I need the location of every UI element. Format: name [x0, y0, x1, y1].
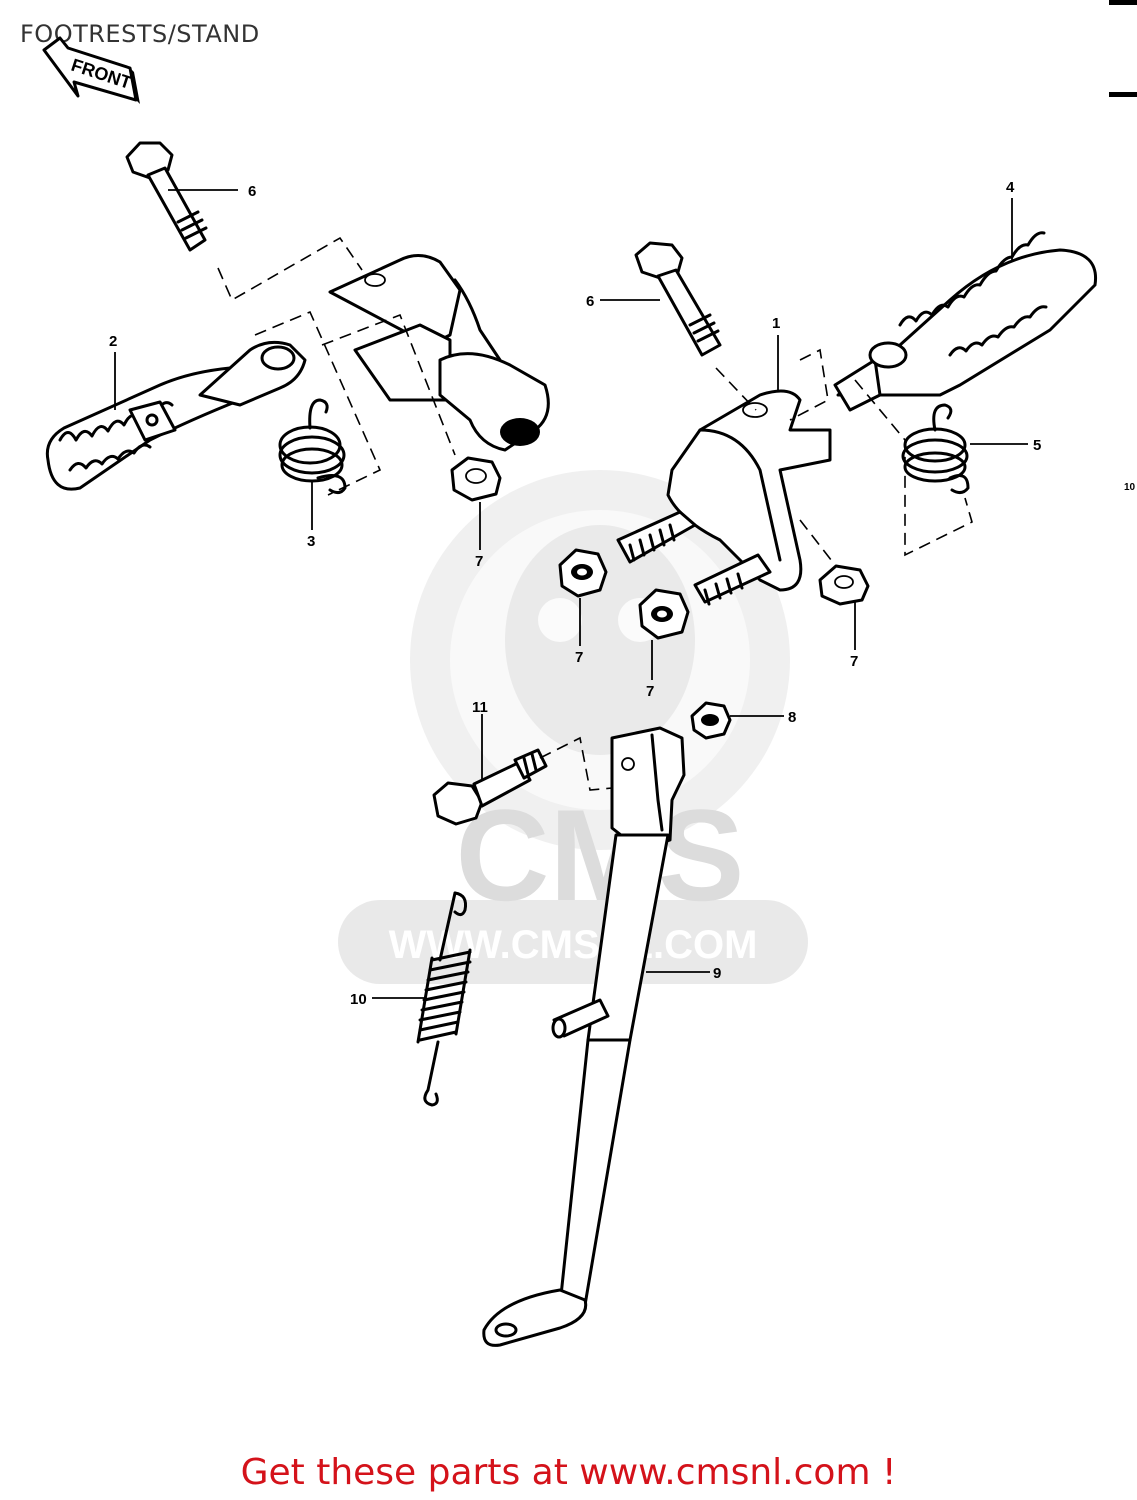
watermark-url: WWW.CMSNL.COM	[389, 923, 758, 967]
spring-5-right	[901, 403, 970, 495]
part-label-4: 4	[1006, 179, 1015, 196]
nut-7-right	[818, 564, 870, 606]
bolt-11	[432, 748, 548, 826]
part-label-7-left: 7	[475, 553, 483, 570]
cms-watermark: CMS WWW.CMSNL.COM	[338, 470, 808, 984]
footer-promo-text: Get these parts at www.cmsnl.com !	[240, 1452, 897, 1493]
part-label-5: 5	[1033, 437, 1041, 454]
scan-edge-mark	[1109, 92, 1137, 97]
nut-7-left	[450, 456, 502, 502]
side-stand-9	[482, 726, 686, 1347]
part-label-8: 8	[788, 709, 796, 726]
watermark-logo: CMS	[456, 782, 745, 928]
part-label-1: 1	[772, 315, 780, 332]
part-label-7-center-b: 7	[646, 683, 654, 700]
nut-8	[690, 701, 732, 740]
part-labels: 6 2 3 7 6 1 4 5 7 7 7 8 11 9 10 10	[109, 179, 1136, 1008]
nut-7-center-a	[558, 548, 608, 598]
part-label-9: 9	[713, 965, 721, 982]
part-label-7-right: 7	[850, 653, 858, 670]
part-label-6-left: 6	[248, 183, 256, 200]
bolt-6-right	[634, 241, 722, 357]
front-direction-arrow: FRONT	[42, 36, 140, 104]
part-label-6-right: 6	[586, 293, 594, 310]
footrest-bracket-left	[328, 254, 550, 452]
part-label-3: 3	[307, 533, 315, 550]
stand-spring-10	[416, 891, 472, 1107]
leader-lines	[114, 189, 1028, 999]
bolt-6-left	[125, 141, 208, 252]
footrest-4-right	[833, 231, 1098, 412]
part-label-7-center-a: 7	[575, 649, 583, 666]
part-label-2: 2	[109, 333, 117, 350]
part-label-10: 10	[350, 991, 367, 1008]
spring-3-left	[278, 398, 347, 495]
scan-edge-mark	[1109, 0, 1137, 5]
part-label-11: 11	[472, 699, 488, 716]
corner-note: 10	[1124, 482, 1136, 493]
nut-7-center-b	[638, 588, 690, 640]
footrest-bracket-1-center	[616, 389, 832, 606]
assembly-dashed-lines	[217, 236, 973, 791]
footrest-2-left	[45, 340, 307, 491]
